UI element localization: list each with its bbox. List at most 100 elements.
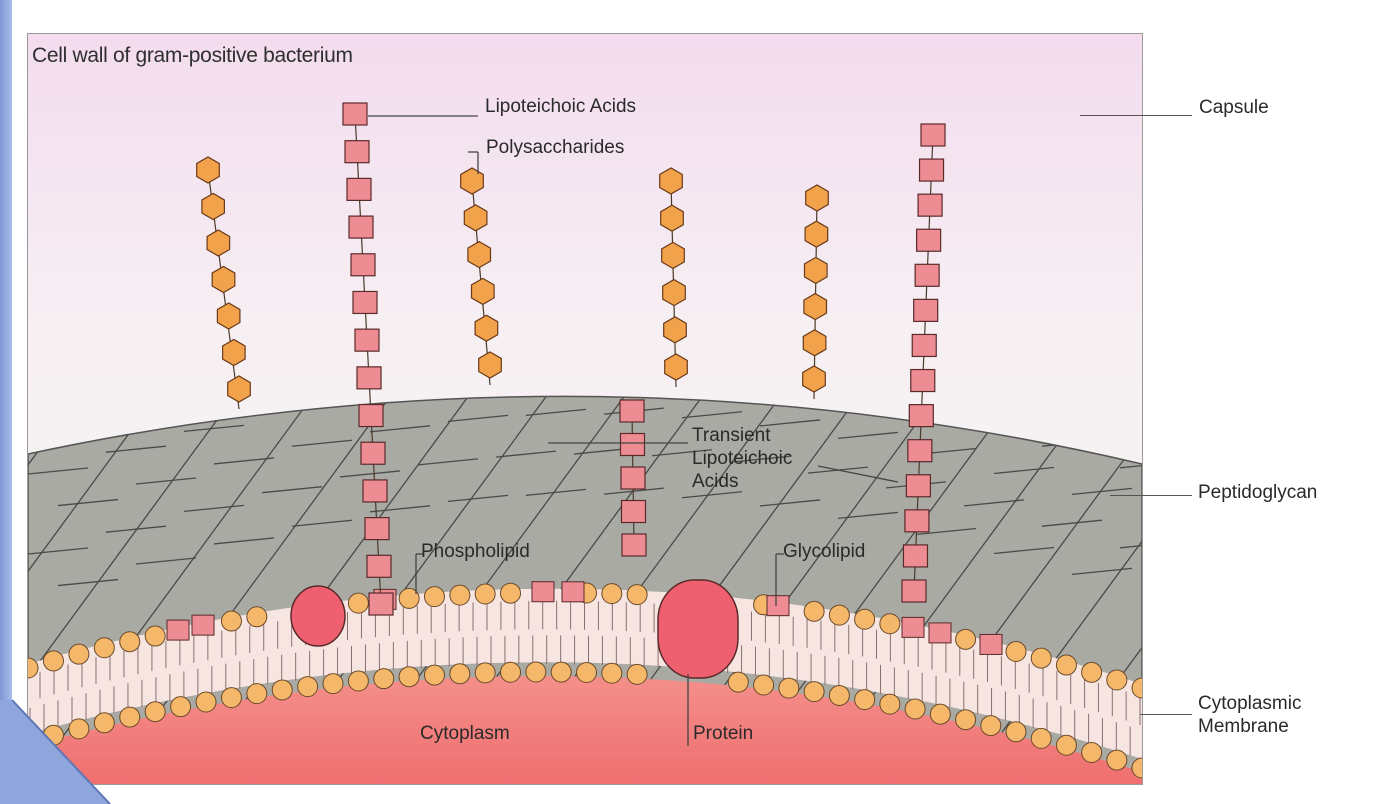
lipid-head-inner — [1031, 728, 1051, 748]
label-cytoplasmic-line1: Cytoplasmic — [1198, 693, 1301, 716]
polysaccharide-unit — [202, 194, 225, 220]
lipid-head-outer — [348, 593, 368, 613]
teichoic-unit — [917, 229, 941, 251]
teichoic-unit — [911, 370, 935, 392]
membrane-anchor-square — [532, 582, 554, 602]
lipid-head-inner — [298, 677, 318, 697]
lipid-head-outer — [1082, 662, 1102, 682]
lipid-head-inner — [930, 704, 950, 724]
teichoic-unit — [353, 291, 377, 313]
membrane-protein-small — [291, 586, 345, 646]
teichoic-unit — [908, 440, 932, 462]
lipid-head-outer — [602, 584, 622, 604]
teichoic-unit — [622, 534, 646, 556]
teichoic-unit — [620, 400, 644, 422]
label-cytoplasm: Cytoplasm — [420, 723, 510, 746]
lipid-head-outer — [145, 626, 165, 646]
polysaccharide-unit — [223, 340, 246, 366]
membrane-protein-large — [658, 580, 738, 678]
label-transient-line3: Acids — [692, 471, 792, 494]
teichoic-unit — [357, 367, 381, 389]
polysaccharide-unit — [662, 242, 685, 268]
lipid-head-inner — [450, 664, 470, 684]
lipid-head-outer — [450, 585, 470, 605]
teichoic-unit — [621, 434, 645, 456]
lipid-head-outer — [475, 584, 495, 604]
lipid-head-outer — [120, 632, 140, 652]
lipid-head-outer — [247, 607, 267, 627]
teichoic-unit — [359, 405, 383, 427]
lipid-head-inner — [43, 725, 63, 745]
lipid-head-inner — [829, 685, 849, 705]
teichoic-unit — [363, 480, 387, 502]
polysaccharide-unit — [661, 205, 684, 231]
mesh-crosslink — [964, 420, 1024, 426]
lipid-head-inner — [1056, 735, 1076, 755]
lipid-head-inner — [323, 674, 343, 694]
teichoic-unit — [351, 254, 375, 276]
lipid-head-inner — [627, 664, 647, 684]
lipid-head-inner — [1107, 750, 1127, 770]
teichoic-unit — [909, 405, 933, 427]
mesh-crosslink — [730, 376, 790, 382]
polysaccharide-unit — [806, 185, 829, 211]
mesh-crosslink — [1042, 440, 1102, 446]
membrane-anchor-square — [980, 634, 1002, 654]
lipid-head-outer — [855, 609, 875, 629]
lipid-head-inner — [981, 716, 1001, 736]
lipid-head-inner — [424, 665, 444, 685]
lipid-head-outer — [424, 587, 444, 607]
lipid-head-outer — [1031, 648, 1051, 668]
lipid-head-inner — [272, 680, 292, 700]
label-polysaccharides: Polysaccharides — [486, 137, 624, 160]
peptidoglycan-leader — [1110, 495, 1192, 496]
lipid-head-inner — [526, 662, 546, 682]
membrane-anchor-square — [767, 596, 789, 616]
label-cytoplasmic-line2: Membrane — [1198, 716, 1301, 739]
lipid-head-inner — [69, 719, 89, 739]
lipid-head-inner — [196, 692, 216, 712]
membrane-anchor-square — [167, 620, 189, 640]
membrane-anchor-square — [902, 617, 924, 637]
label-peptidoglycan: Peptidoglycan — [1198, 482, 1317, 505]
lipid-head-inner — [602, 663, 622, 683]
label-transient-line2: Lipoteichoic — [692, 448, 792, 471]
mesh-crosslink — [496, 371, 556, 377]
label-glycolipid: Glycolipid — [783, 541, 865, 564]
lipid-head-inner — [120, 707, 140, 727]
lipid-head-outer — [94, 638, 114, 658]
lipid-head-inner — [1082, 743, 1102, 763]
membrane-anchor-square — [929, 623, 951, 643]
label-transient-line1: Transient — [692, 425, 792, 448]
lipid-head-outer — [69, 644, 89, 664]
teichoic-unit — [369, 593, 393, 615]
lipid-head-inner — [880, 694, 900, 714]
teichoic-unit — [343, 103, 367, 125]
teichoic-unit — [365, 518, 389, 540]
teichoic-unit — [367, 555, 391, 577]
polysaccharide-unit — [665, 354, 688, 380]
teichoic-unit — [903, 545, 927, 567]
diagram-figure: Cell wall of gram-positive bacterium Lip… — [27, 33, 1143, 785]
polysaccharide-unit — [664, 317, 687, 343]
lipid-head-inner — [779, 678, 799, 698]
lipid-head-outer — [956, 629, 976, 649]
teichoic-unit — [906, 475, 930, 497]
capsule-leader — [1080, 115, 1192, 116]
label-transient-lipoteichoic-acids: Transient Lipoteichoic Acids — [692, 425, 792, 493]
polysaccharide-unit — [217, 303, 240, 329]
teichoic-unit — [349, 216, 373, 238]
polysaccharide-unit — [804, 294, 827, 320]
polysaccharide-unit — [212, 267, 235, 293]
polysaccharide-unit — [803, 366, 826, 392]
lipid-head-inner — [804, 682, 824, 702]
lipid-head-inner — [399, 667, 419, 687]
teichoic-unit — [355, 329, 379, 351]
lipid-head-outer — [627, 585, 647, 605]
label-cytoplasmic-membrane: Cytoplasmic Membrane — [1198, 693, 1301, 739]
lipid-head-inner — [374, 669, 394, 689]
polysaccharide-unit — [472, 278, 495, 304]
lipid-head-inner — [501, 662, 521, 682]
teichoic-unit — [347, 178, 371, 200]
lipid-head-outer — [501, 583, 521, 603]
